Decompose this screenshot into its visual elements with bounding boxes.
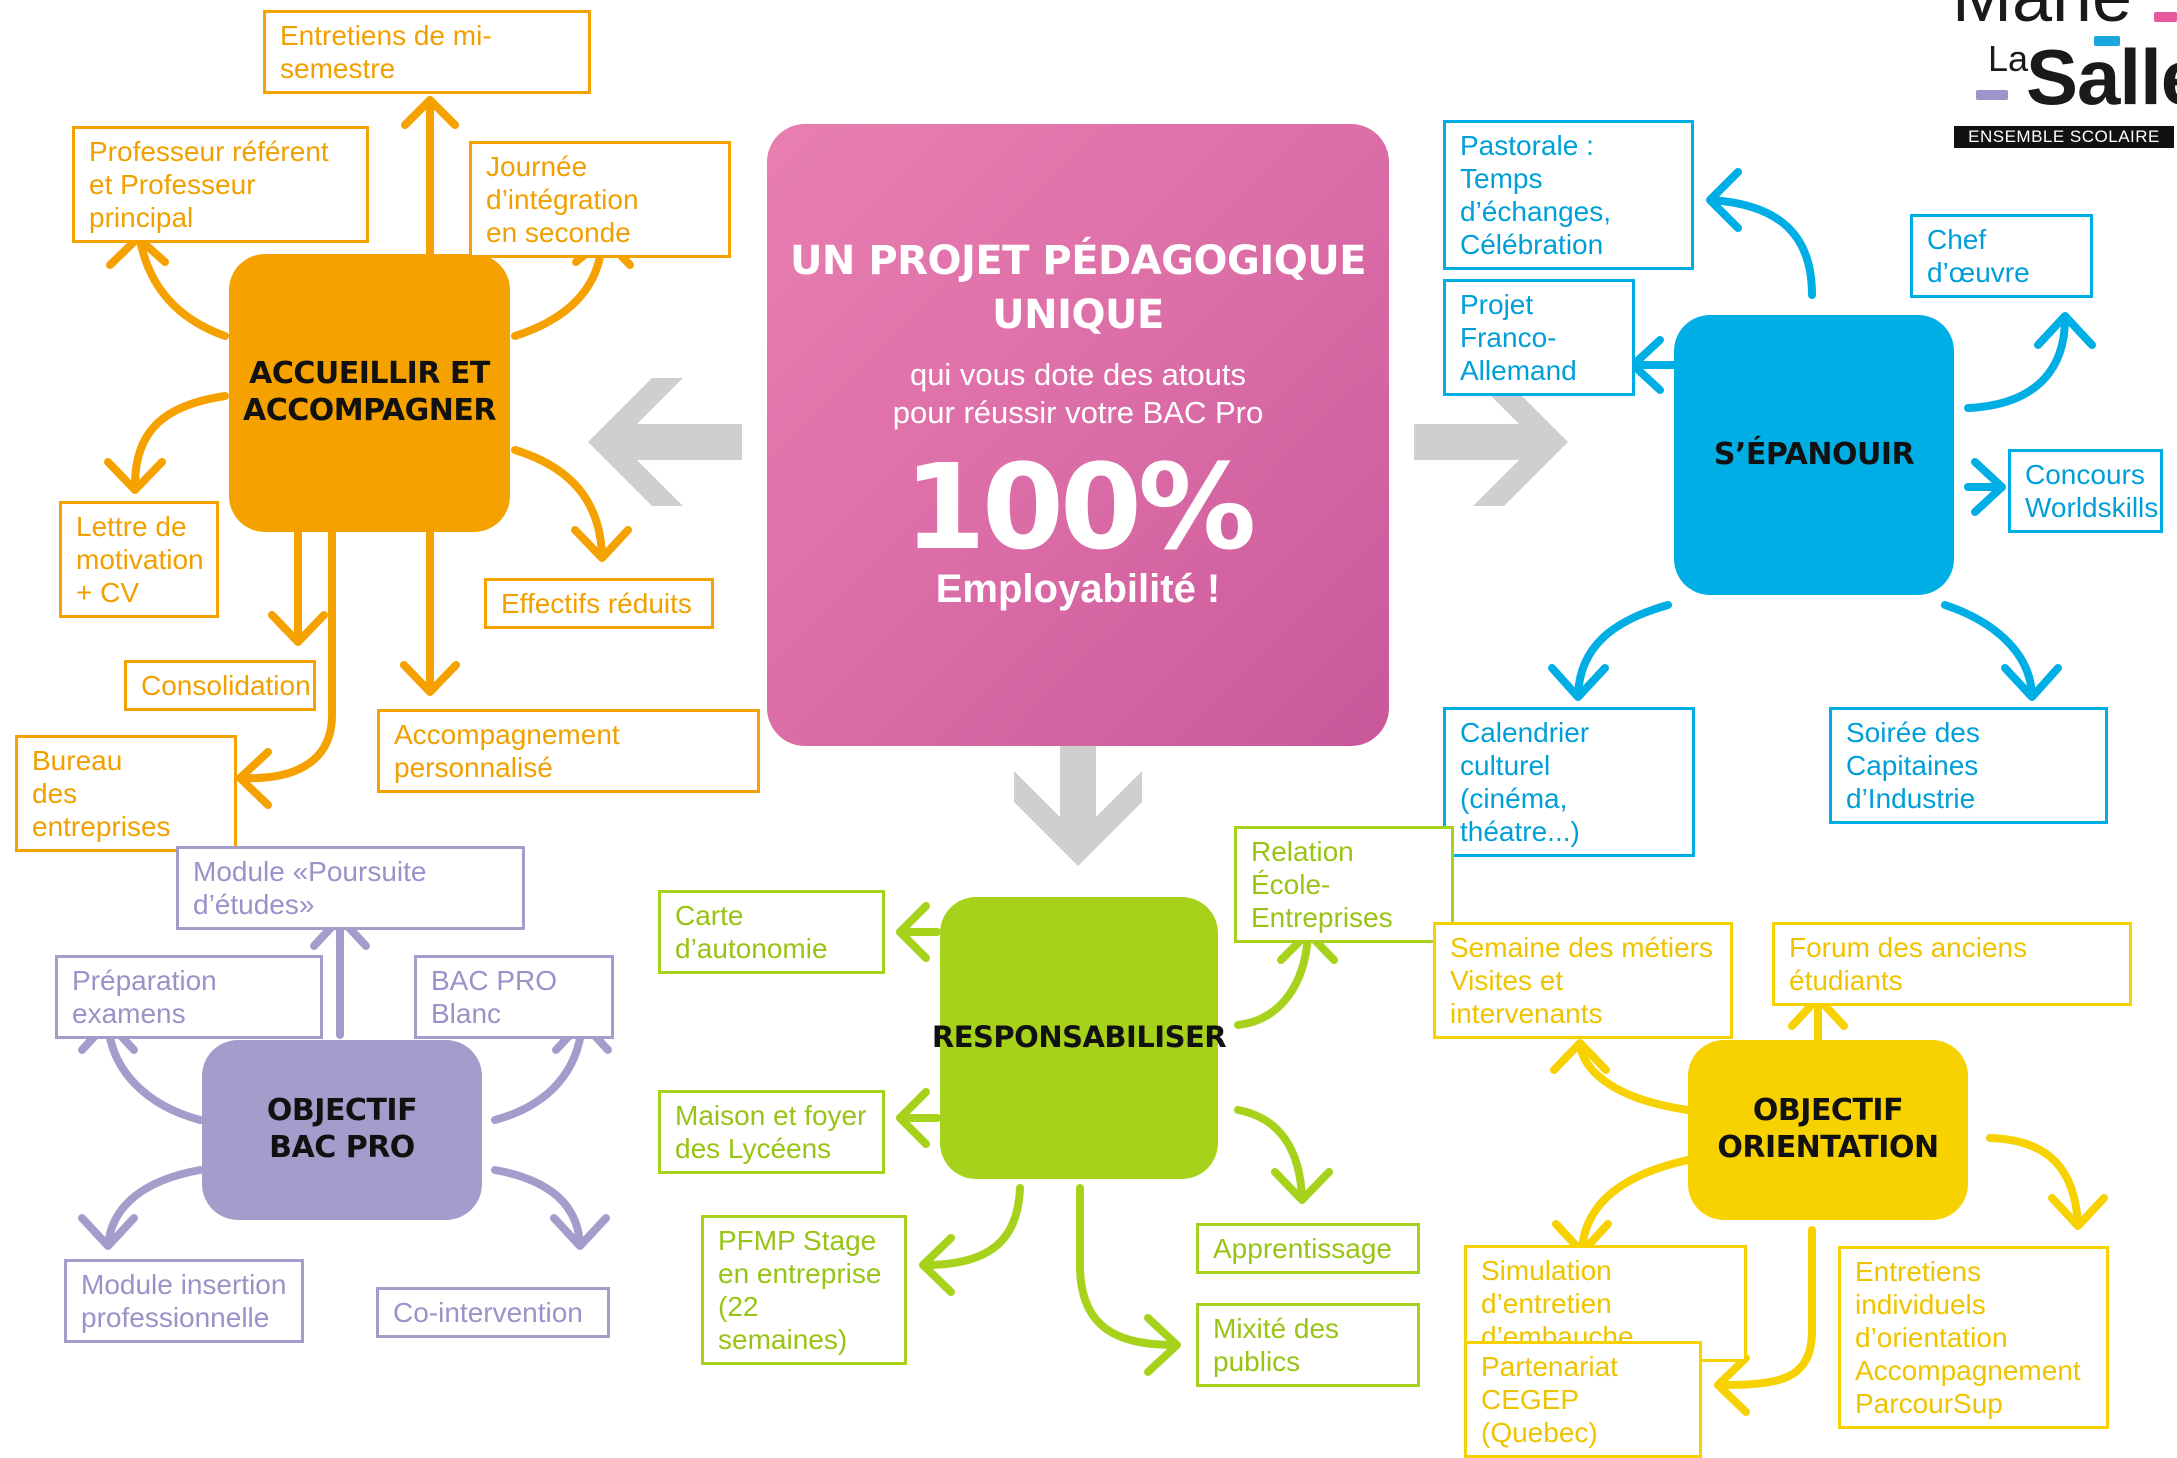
hub-responsabiliser: RESPONSABILISER xyxy=(932,897,1227,1179)
item-apprentissage: Apprentissage xyxy=(1196,1223,1420,1274)
logo-marie-text: Marie xyxy=(1952,0,2132,38)
logo-blue-dash xyxy=(2094,36,2120,46)
item-consolidation: Consolidation xyxy=(124,660,316,711)
logo-purple-dash xyxy=(1976,90,2008,100)
logo-salle-text: Salle xyxy=(2026,33,2177,121)
item-effectifs-reduits: Effectifs réduits xyxy=(484,578,714,629)
item-partenariat-cegep: Partenariat CEGEP (Quebec) xyxy=(1464,1341,1702,1458)
hub-objectif-bac-pro: OBJECTIF BAC PRO xyxy=(202,1040,482,1220)
gray-arrow-left xyxy=(588,378,742,506)
item-maison-foyer: Maison et foyer des Lycéens xyxy=(658,1090,885,1174)
item-projet-franco-allemand: Projet Franco- Allemand xyxy=(1443,279,1635,396)
center-card: UN PROJET PÉDAGOGIQUE UNIQUE qui vous do… xyxy=(767,124,1389,746)
item-module-poursuite-etudes: Module «Poursuite d’études» xyxy=(176,846,525,930)
item-soiree-capitaines: Soirée des Capitaines d’Industrie xyxy=(1829,707,2108,824)
item-concours-worldskills: Concours Worldskills xyxy=(2008,449,2163,533)
item-bac-pro-blanc: BAC PRO Blanc xyxy=(414,955,614,1039)
gray-arrows xyxy=(588,378,1568,866)
item-semaine-metiers: Semaine des métiers Visites et intervena… xyxy=(1433,922,1733,1039)
hub-responsabiliser-label: RESPONSABILISER xyxy=(931,1020,1227,1055)
item-calendrier-culturel: Calendrier culturel (cinéma, théatre...) xyxy=(1443,707,1695,857)
hub-accueillir: ACCUEILLIR ET ACCOMPAGNER xyxy=(229,254,510,532)
hub-objectif-bac-pro-label: OBJECTIF BAC PRO xyxy=(266,1093,418,1165)
item-chef-oeuvre: Chef d’œuvre xyxy=(1910,214,2093,298)
hub-epanouir: S’ÉPANOUIR xyxy=(1674,315,1954,595)
item-journee-integration: Journée d’intégration en seconde xyxy=(469,141,731,258)
item-carte-autonomie: Carte d’autonomie xyxy=(658,890,885,974)
hub-accueillir-label: ACCUEILLIR ET ACCOMPAGNER xyxy=(243,356,496,428)
center-employability: Employabilité ! xyxy=(935,567,1221,611)
center-subtitle: qui vous dote des atouts pour réussir vo… xyxy=(892,357,1264,430)
gray-arrow-down xyxy=(1014,712,1142,866)
item-module-insertion: Module insertion professionnelle xyxy=(64,1259,304,1343)
item-bureau-entreprises: Bureau des entreprises xyxy=(15,735,237,852)
item-preparation-examens: Préparation examens xyxy=(55,955,323,1039)
responsabiliser-connectors xyxy=(896,902,1338,1376)
marie-la-salle-logo: Marie La Salle ENSEMBLE SCOLAIRE xyxy=(1946,0,2177,150)
logo-tagline: ENSEMBLE SCOLAIRE xyxy=(1954,126,2174,148)
hub-epanouir-label: S’ÉPANOUIR xyxy=(1713,436,1915,472)
item-forum-anciens: Forum des anciens étudiants xyxy=(1772,922,2132,1006)
item-entretiens-individuels: Entretiens individuels d’orientation Acc… xyxy=(1838,1246,2109,1429)
orientation-connectors xyxy=(1550,994,2108,1416)
item-lettre-motivation: Lettre de motivation + CV xyxy=(59,501,219,618)
item-mixite-publics: Mixité des publics xyxy=(1196,1303,1420,1387)
center-title: UN PROJET PÉDAGOGIQUE UNIQUE xyxy=(789,238,1367,338)
logo-pink-dash xyxy=(2154,12,2177,22)
item-relation-ecole-entreprises: Relation École-Entreprises xyxy=(1234,826,1454,943)
hub-objectif-orientation: OBJECTIF ORIENTATION xyxy=(1688,1040,1968,1220)
accueillir-connectors xyxy=(104,96,634,809)
bac-connectors xyxy=(78,914,612,1250)
item-professeur-referent: Professeur référent et Professeur princi… xyxy=(72,126,369,243)
logo-la-text: La xyxy=(1988,38,2029,79)
item-accompagnement-personnalise: Accompagnement personnalisé xyxy=(377,709,760,793)
item-pfmp-stage: PFMP Stage en entreprise (22 semaines) xyxy=(701,1215,907,1365)
mind-map-diagram: Marie La Salle ENSEMBLE SCOLAIRE UN PROJ… xyxy=(15,0,2177,1458)
item-entretiens-mi-semestre: Entretiens de mi-semestre xyxy=(263,10,591,94)
item-pastorale: Pastorale : Temps d’échanges, Célébratio… xyxy=(1443,120,1694,270)
gray-arrow-right xyxy=(1414,378,1568,506)
item-co-intervention: Co-intervention xyxy=(376,1287,610,1338)
connector-layer xyxy=(78,96,2108,1416)
center-percentage: 100% xyxy=(903,438,1257,576)
hub-objectif-orientation-label: OBJECTIF ORIENTATION xyxy=(1717,1093,1939,1165)
